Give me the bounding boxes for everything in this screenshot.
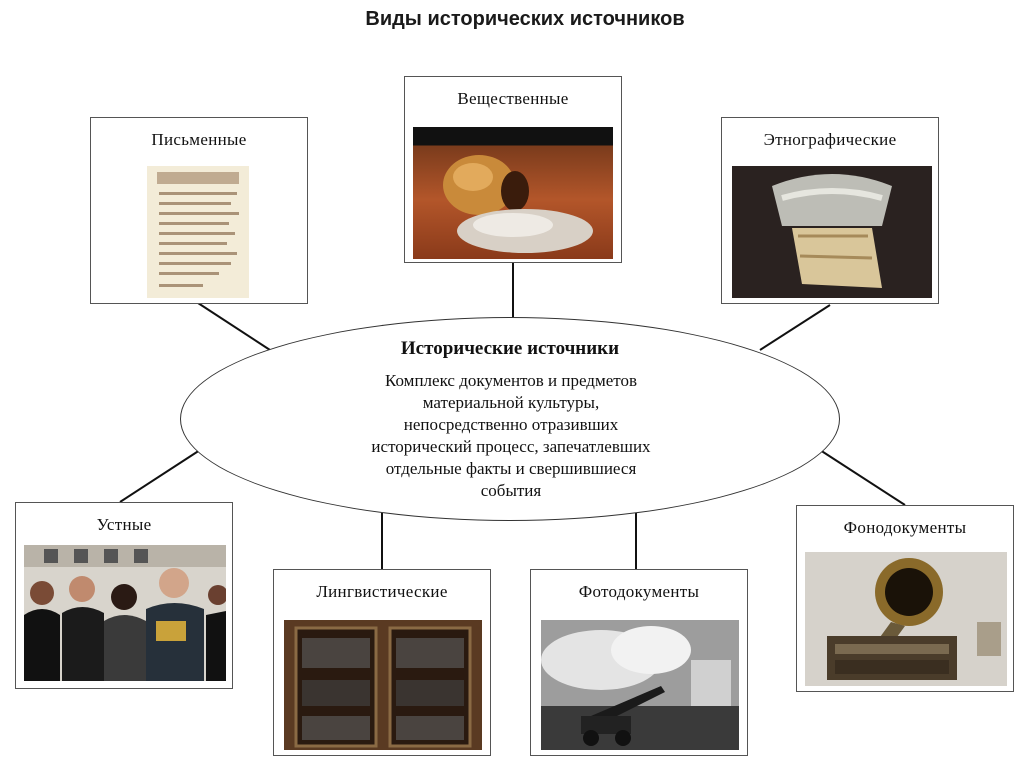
source-linguistic-label: Лингвистические (316, 582, 448, 601)
source-material-label: Вещественные (457, 89, 569, 108)
definition-line: непосредственно отразивших (403, 415, 619, 434)
central-definition-ellipse: Исторические источники Комплекс документ… (180, 317, 840, 521)
source-phono: Фонодокументы (796, 505, 1014, 692)
definition-line: Комплекс документов и предметов (385, 371, 637, 390)
source-photo: Фотодокументы (530, 569, 748, 756)
artillery-photo-image (541, 620, 739, 750)
veteran-meeting-image (24, 545, 226, 681)
connector-oral (119, 449, 201, 503)
manuscript-image (147, 166, 249, 298)
source-oral: Устные (15, 502, 233, 689)
definition-line: исторический процесс, запечатлевших (371, 437, 651, 456)
source-material: Вещественные (404, 76, 622, 263)
connector-written (197, 302, 271, 351)
bookcase-image (284, 620, 482, 750)
source-phono-label: Фонодокументы (843, 518, 967, 537)
central-definition: Комплекс документов и предметов материал… (281, 370, 741, 502)
phonograph-image (805, 552, 1007, 686)
central-title: Исторические источники (400, 338, 620, 359)
page-title: Виды исторических источников (365, 8, 685, 30)
source-photo-label: Фотодокументы (578, 582, 700, 601)
headdress-image (732, 166, 932, 298)
connector-phono (819, 449, 906, 506)
definition-line: события (480, 481, 542, 500)
source-written: Письменные (90, 117, 308, 304)
source-ethnographic: Этнографические (721, 117, 939, 304)
connector-ethnographic (759, 304, 831, 351)
source-ethnographic-label: Этнографические (763, 130, 897, 149)
source-linguistic: Лингвистические (273, 569, 491, 756)
source-written-label: Письменные (151, 130, 247, 149)
definition-line: отдельные факты и свершившиеся (385, 459, 637, 478)
vessel-coins-image (413, 127, 613, 259)
source-oral-label: Устные (96, 515, 152, 534)
definition-line: материальной культуры, (422, 393, 600, 412)
